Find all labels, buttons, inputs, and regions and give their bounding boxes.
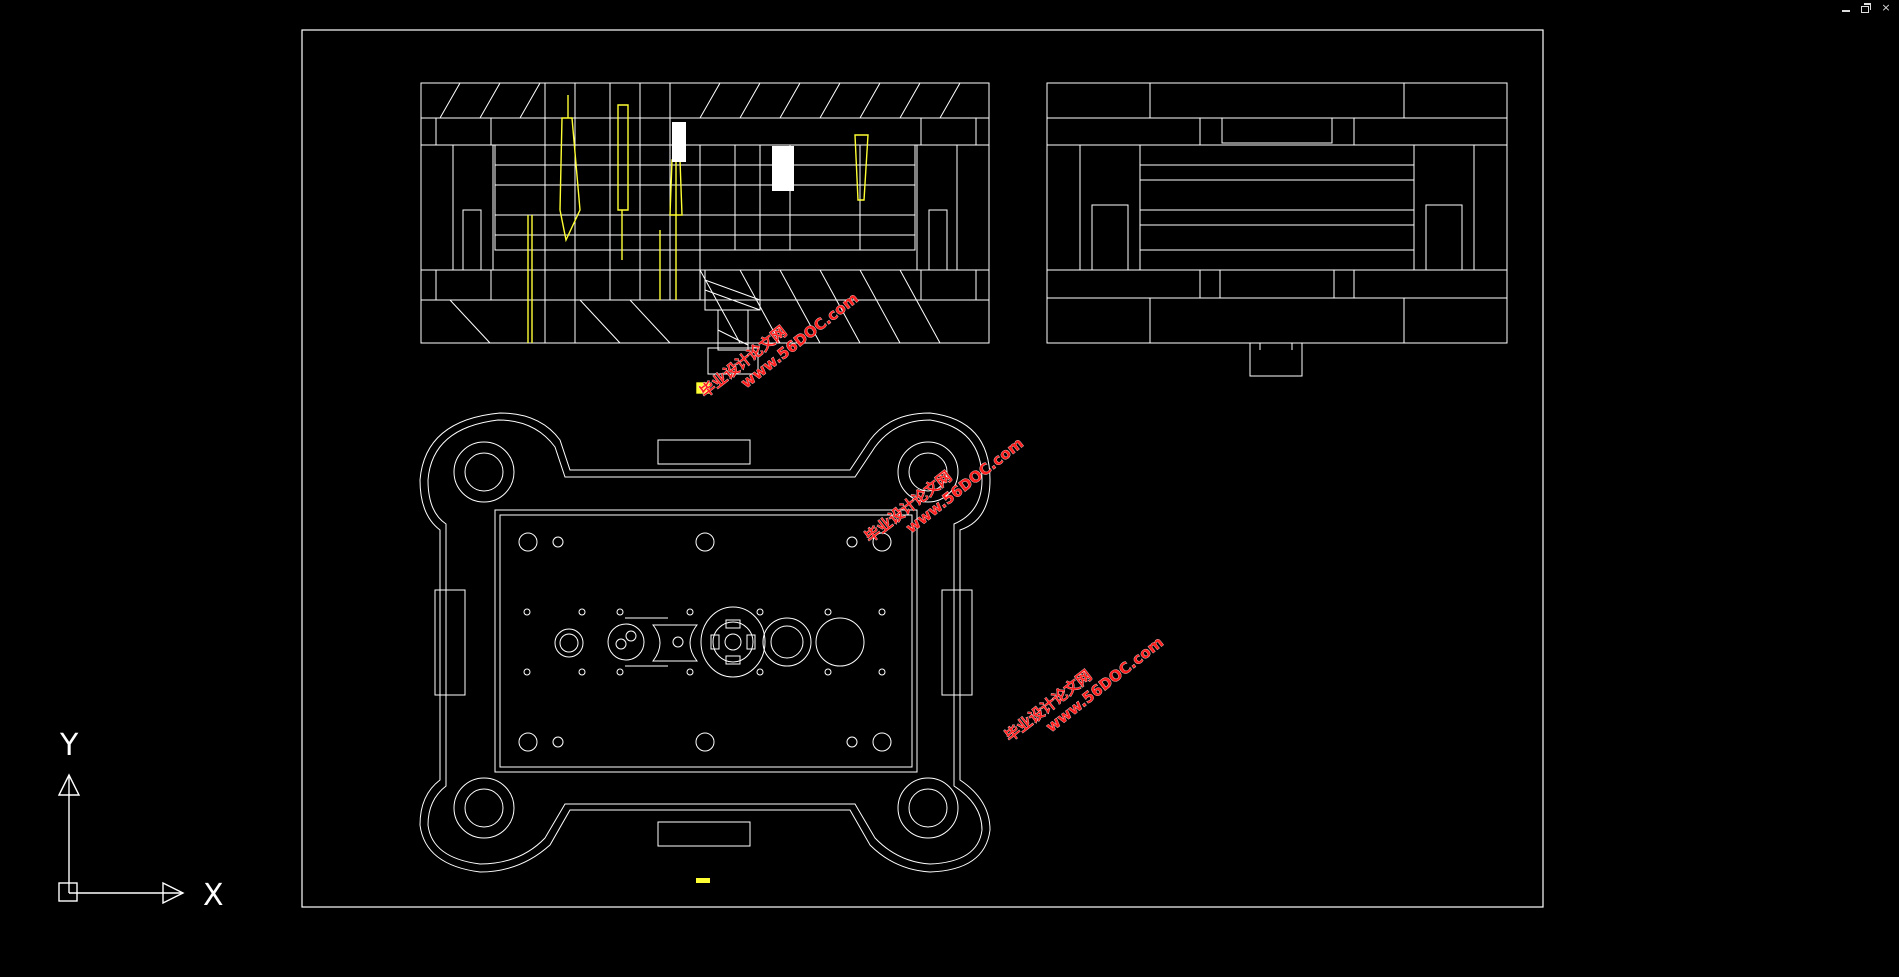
watermark-2: 毕业设计论文网 www.56DOC.com: [861, 434, 1027, 547]
restore-button[interactable]: [1859, 1, 1873, 15]
watermark-3: 毕业设计论文网 www.56DOC.com: [1001, 633, 1167, 746]
front-view-highlights: [527, 95, 869, 394]
window-controls: ×: [1839, 0, 1893, 16]
minimize-button[interactable]: [1839, 1, 1853, 15]
drawing-border: [301, 29, 1544, 908]
plan-view: [419, 412, 991, 873]
plan-view-marker: [696, 878, 710, 883]
ucs-icon: [57, 773, 185, 905]
ucs-y-label: Y: [59, 728, 79, 763]
ucs-x-label: X: [203, 878, 224, 913]
front-view-white-blocks: [672, 122, 794, 191]
front-section-view: [420, 82, 990, 375]
close-button[interactable]: ×: [1881, 1, 1891, 14]
side-view: [1046, 82, 1508, 377]
